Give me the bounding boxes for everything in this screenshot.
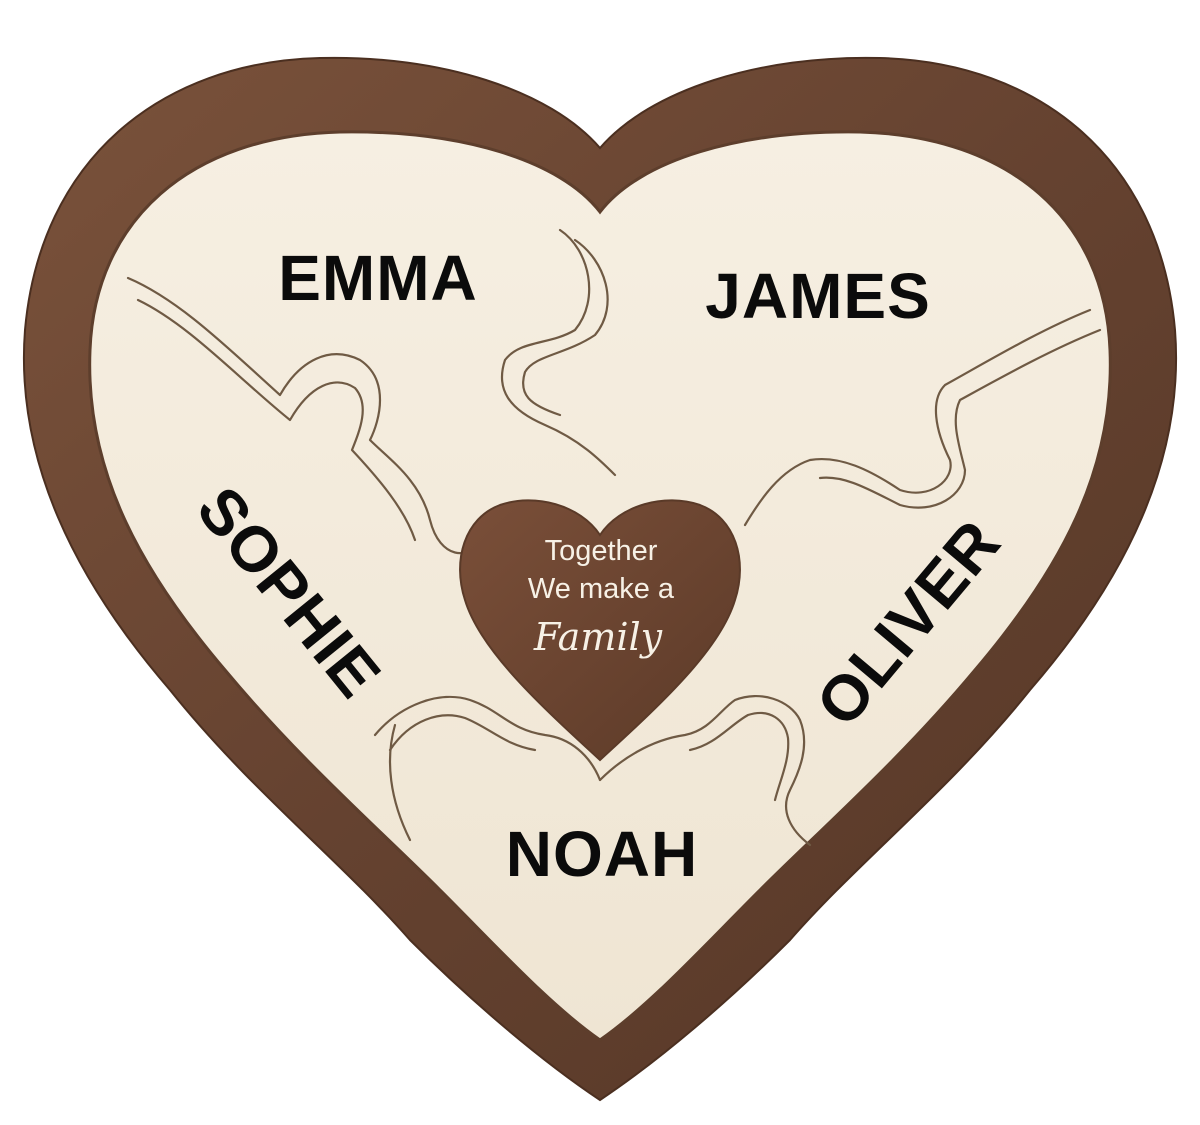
cut-line-james-oliver-inner	[818, 328, 1102, 509]
cut-line-emma-james-inner	[522, 238, 609, 417]
cut-line-james-oliver	[743, 308, 1092, 527]
center-heart-line2: We make a	[528, 573, 675, 605]
cut-line-emma-sophie	[126, 276, 482, 555]
cut-line-noah-oliver	[598, 695, 812, 847]
cut-line-sophie-noah-inner	[388, 714, 537, 752]
name-top-right: JAMES	[705, 260, 931, 332]
puzzle-cut-lines	[126, 228, 1102, 847]
center-heart-line1: Together	[545, 535, 658, 567]
center-heart-line3: Family	[533, 615, 663, 659]
cut-line-noah-bottom-left	[388, 723, 412, 842]
cut-line-sophie-noah	[373, 695, 602, 782]
cut-line-noah-oliver-inner	[688, 712, 790, 802]
cut-line-emma-james	[500, 228, 617, 477]
name-top-left: EMMA	[278, 242, 478, 314]
cut-line-emma-sophie-inner	[136, 298, 417, 542]
center-heart	[459, 499, 741, 762]
name-bottom: NOAH	[506, 818, 698, 890]
